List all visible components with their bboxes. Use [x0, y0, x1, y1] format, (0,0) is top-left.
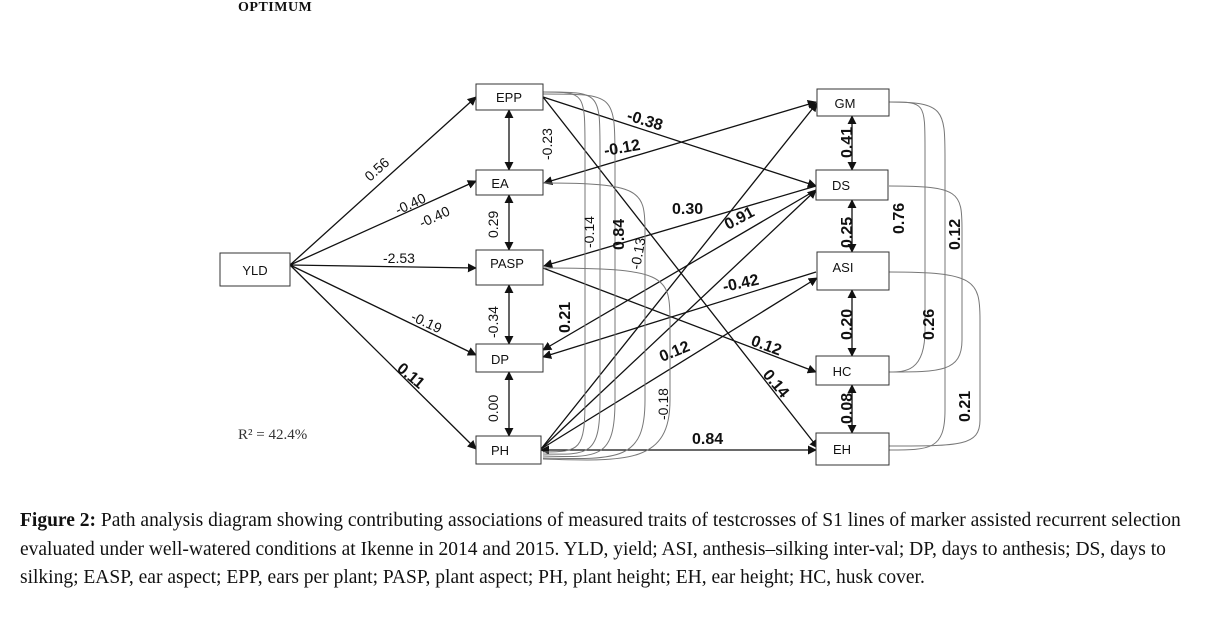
arrow-ds-pasp [543, 185, 817, 269]
node-asi: ASI [816, 251, 890, 291]
label-asi-hc: 0.20 [839, 309, 856, 340]
label-pasp-hc: 0.12 [749, 333, 784, 360]
node-gm: GM [816, 88, 890, 117]
label-gm-ea: -0.12 [603, 137, 642, 160]
label-ds-asi: 0.25 [839, 217, 856, 248]
arrow-yld-epp [289, 96, 477, 266]
yld-paths [289, 96, 477, 450]
label-curve-014: -0.14 [581, 216, 597, 248]
arrow-yld-dp [289, 264, 477, 356]
curve-asi-eh [888, 271, 981, 447]
label-ds-eh: 0.12 [947, 219, 964, 250]
node-pasp-label: PASP [490, 256, 524, 271]
node-gm-label: GM [835, 96, 856, 111]
curve-epp-ph-3 [542, 93, 616, 458]
arrow-epp-eh [542, 96, 819, 449]
arrow-ds-dp [542, 189, 817, 351]
arrow-yld-ea [289, 180, 477, 266]
node-ea-label: EA [491, 176, 509, 191]
caption-text: Path analysis diagram showing contributi… [20, 510, 1181, 588]
node-epp-label: EPP [496, 90, 522, 105]
label-curve-018: -0.18 [655, 388, 671, 420]
figure-caption: Figure 2: Path analysis diagram showing … [20, 507, 1215, 593]
label-dp-ph: 0.00 [485, 395, 501, 422]
arrow-pasp-hc [542, 267, 817, 374]
node-yld: YLD [219, 252, 291, 287]
label-epp-ea: -0.23 [539, 128, 555, 160]
arrow-yld-ph [289, 264, 477, 450]
label-ds-pasp: 0.30 [672, 201, 703, 218]
curve-pasp-ph [542, 267, 671, 461]
label-ph-eh: 0.84 [692, 431, 723, 448]
node-epp: EPP [475, 83, 544, 111]
label-curve-084: 0.84 [611, 219, 628, 250]
edge-labels: 0.56 -0.40 -0.40 -2.53 -0.19 0.11 -0.23 … [361, 108, 974, 448]
node-ea: EA [475, 169, 544, 196]
label-yld-dp: -0.19 [409, 308, 445, 336]
label-asi-eh: 0.21 [957, 391, 974, 422]
right-curves [888, 101, 981, 451]
label-ph-asi: 0.12 [657, 338, 692, 365]
node-hc: HC [815, 355, 890, 386]
label-yld-ph: 0.11 [393, 360, 427, 393]
arrow-ph-asi [540, 277, 818, 450]
node-pasp: PASP [475, 249, 544, 286]
node-yld-label: YLD [242, 263, 267, 278]
label-gm-eh: 0.26 [921, 309, 938, 340]
curve-epp-ph-2 [542, 91, 601, 455]
node-ds: DS [815, 169, 889, 201]
node-eh: EH [815, 432, 890, 466]
node-dp: DP [475, 343, 544, 373]
label-yld-epp: 0.56 [361, 154, 392, 184]
path-diagram: YLD EPP EA PASP DP PH GM DS ASI HC EH 0.… [219, 83, 981, 466]
arrow-yld-pasp [289, 263, 477, 273]
node-ds-label: DS [832, 178, 850, 193]
caption-label: Figure 2: [20, 510, 97, 531]
label-gm-hc: 0.76 [891, 203, 908, 234]
label-curve-021: 0.21 [557, 302, 574, 333]
arrow-asi-dp [542, 271, 817, 359]
node-hc-label: HC [833, 364, 852, 379]
node-dp-label: DP [491, 352, 509, 367]
label-yld-pasp: -2.53 [383, 250, 415, 266]
curve-ea-ph [542, 182, 646, 460]
label-ph-gm: 0.91 [722, 204, 758, 234]
label-pasp-dp: -0.34 [485, 306, 501, 338]
left-curves [542, 91, 671, 461]
label-curve-013: -0.13 [627, 236, 648, 270]
curve-ds-hc [888, 185, 963, 373]
r-squared-label: R² = 42.4% [238, 427, 307, 443]
label-asi-dp: -0.42 [721, 272, 760, 296]
node-asi-label: ASI [833, 260, 854, 275]
node-ph: PH [475, 435, 542, 465]
node-eh-label: EH [833, 442, 851, 457]
arrow-ph-gm [540, 102, 818, 450]
label-hc-eh: 0.08 [839, 393, 856, 424]
curve-gm-hc [888, 101, 926, 373]
figure-heading: OPTIMUM [238, 0, 313, 15]
node-ph-label: PH [491, 443, 509, 458]
label-ea-pasp: 0.29 [485, 211, 501, 238]
curve-gm-eh [888, 101, 946, 451]
label-epp-eh: 0.14 [759, 367, 792, 402]
arrow-gm-ea [543, 99, 817, 186]
label-gm-ds: 0.41 [839, 127, 856, 158]
